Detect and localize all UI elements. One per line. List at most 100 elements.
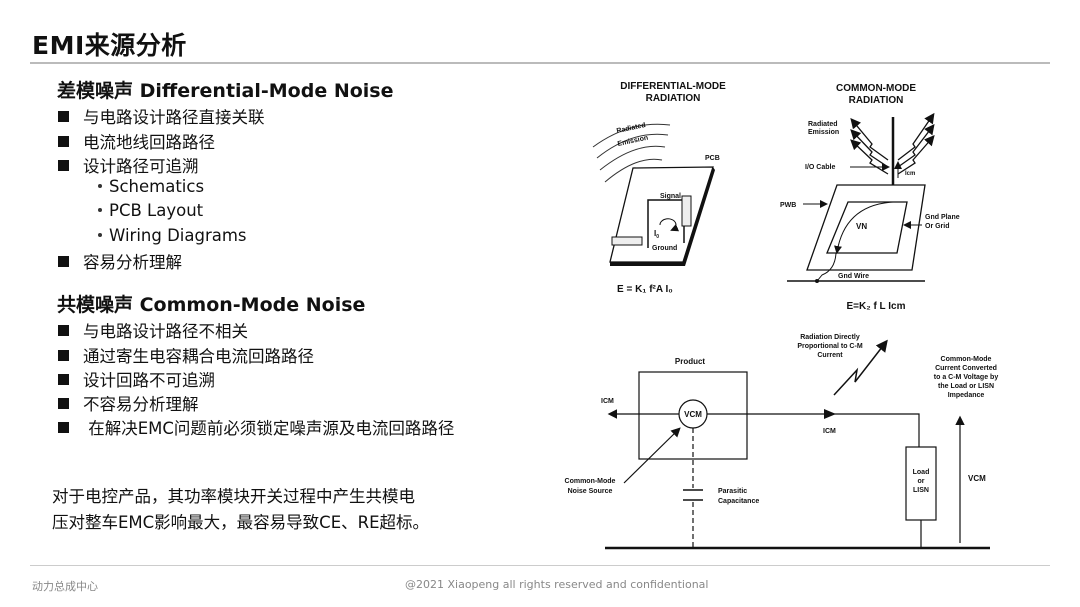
dm-bullet: 与电路设计路径直接关联 — [58, 104, 265, 128]
load-label: or — [918, 478, 925, 485]
pwb-label: PWB — [780, 202, 796, 209]
differential-mode-diagram: DIFFERENTIAL-MODE RADIATION Radiated Emi… — [592, 81, 726, 295]
sub-bullet-text: Schematics — [109, 177, 205, 196]
cm-emission-label: Emission — [808, 129, 839, 136]
icm-left-label: ICM — [601, 398, 614, 405]
dm-diagram-title: DIFFERENTIAL-MODE — [620, 81, 726, 92]
io-cable-label: I/O Cable — [805, 164, 835, 171]
bullet-text: 与电路设计路径不相关 — [83, 322, 248, 341]
ground-plane — [826, 201, 908, 254]
cm-diagram-title: COMMON-MODE — [836, 83, 916, 94]
vn-label: VN — [856, 222, 867, 231]
dm-bullet: 容易分析理解 — [58, 249, 182, 273]
gnd-plane-label: Or Grid — [925, 223, 950, 230]
connector-icon — [681, 195, 692, 227]
radiation-zigzag-arrow-icon — [833, 339, 888, 396]
dm-sub-bullet: Schematics — [98, 177, 204, 196]
load-box — [905, 446, 937, 521]
noise-source-arrow-icon — [623, 427, 681, 484]
bullet-text: 与电路设计路径直接关联 — [83, 108, 265, 127]
icm-right-label: ICM — [823, 428, 836, 435]
square-bullet-icon — [58, 350, 69, 361]
square-bullet-icon — [58, 374, 69, 385]
square-bullet-icon — [58, 111, 69, 122]
radiation-note: Proportional to C-M — [797, 343, 862, 350]
loop-current-label: I0 — [654, 229, 659, 240]
footer-divider — [30, 565, 1050, 566]
cm-formula: E=K₂ f L Icm — [847, 301, 906, 312]
load-label: Load — [913, 469, 930, 476]
signal-wire — [707, 413, 920, 447]
common-mode-circuit-diagram: Product ICM VCM ICM Load or LISN Parasit… — [565, 334, 999, 550]
radiation-note: Current — [817, 352, 843, 359]
gnd-wire-label: Gnd Wire — [838, 273, 869, 280]
bullet-text: 设计回路不可追溯 — [83, 371, 215, 390]
dm-sub-bullet: Wiring Diagrams — [98, 226, 247, 245]
bullet-text: 电流地线回路路径 — [83, 133, 215, 152]
square-bullet-icon — [58, 256, 69, 267]
sub-bullet-text: PCB Layout — [109, 201, 204, 220]
square-bullet-icon — [58, 325, 69, 336]
noise-source-label: Noise Source — [568, 488, 613, 495]
dm-bullet: 设计路径可追溯 — [58, 153, 199, 177]
cm-bullet: 设计回路不可追溯 — [58, 367, 215, 391]
conversion-note: Impedance — [948, 392, 985, 399]
parasitic-label: Parasitic — [718, 488, 747, 495]
common-mode-diagram: COMMON-MODE RADIATION Radiated Emission … — [780, 83, 960, 312]
bullet-text: 容易分析理解 — [83, 253, 182, 272]
slide-title: EMI来源分析 — [32, 31, 187, 60]
sub-bullet-text: Wiring Diagrams — [109, 226, 247, 245]
cm-radiated-label: Radiated — [808, 121, 838, 128]
dm-bullet: 电流地线回路路径 — [58, 129, 215, 153]
gnd-plane-label: Gnd Plane — [925, 214, 960, 221]
title-divider — [30, 62, 1050, 64]
pcb-label: PCB — [705, 155, 720, 162]
bullet-text: 在解决EMC问题前必须锁定噪声源及电流回路路径 — [83, 419, 455, 438]
conversion-note: to a C-M Voltage by — [934, 374, 999, 381]
dm-sub-bullet: PCB Layout — [98, 201, 203, 220]
footer-department: 动力总成中心 — [32, 580, 98, 593]
dm-diagram-title: RADIATION — [646, 93, 701, 104]
dm-emission-label: Emission — [617, 135, 649, 148]
dm-heading: 差模噪声 Differential-Mode Noise — [57, 80, 394, 102]
cm-diagram-title: RADIATION — [849, 95, 904, 106]
cm-icm-label: Icm — [905, 171, 915, 177]
load-label: LISN — [913, 487, 929, 494]
radiated-emission-arrows-icon — [850, 112, 935, 175]
dot-bullet-icon — [98, 233, 102, 237]
dm-formula: E = K₁ f²A I₀ — [617, 284, 673, 295]
noise-source-label: Common-Mode — [565, 478, 616, 485]
parasitic-label: Capacitance — [718, 498, 759, 505]
cm-bullet: 通过寄生电容耦合电流回路路径 — [58, 343, 314, 367]
square-bullet-icon — [58, 398, 69, 409]
current-loop-icon — [659, 218, 680, 232]
bullet-text: 设计路径可追溯 — [83, 157, 199, 176]
conversion-note: the Load or LISN — [938, 383, 994, 390]
current-arrow-icon — [824, 409, 836, 419]
cm-bullet: 在解决EMC问题前必须锁定噪声源及电流回路路径 — [58, 415, 454, 439]
bullet-text: 不容易分析理解 — [83, 395, 199, 414]
cm-bullet: 不容易分析理解 — [58, 391, 199, 415]
summary-line-2: 压对整车EMC影响最大，最容易导致CE、RE超标。 — [52, 513, 430, 532]
conversion-note: Current Converted — [935, 365, 997, 372]
summary-line-1: 对于电控产品，其功率模块开关过程中产生共模电 — [52, 487, 415, 506]
bullet-text: 通过寄生电容耦合电流回路路径 — [83, 347, 314, 366]
conversion-note: Common-Mode — [941, 356, 992, 363]
signal-label: Signal — [660, 193, 681, 200]
product-box — [638, 371, 748, 460]
square-bullet-icon — [58, 160, 69, 171]
dot-bullet-icon — [98, 208, 102, 212]
cm-bullet: 与电路设计路径不相关 — [58, 318, 248, 342]
footer-copyright: @2021 Xiaopeng all rights reserved and c… — [405, 578, 709, 591]
cm-heading: 共模噪声 Common-Mode Noise — [57, 294, 366, 316]
chip-icon — [611, 236, 643, 246]
ground-label: Ground — [652, 245, 677, 252]
vcm-label: VCM — [968, 474, 986, 483]
vcm-source-label: VCM — [684, 410, 702, 419]
square-bullet-icon — [58, 136, 69, 147]
square-bullet-icon — [58, 422, 69, 433]
dot-bullet-icon — [98, 184, 102, 188]
radiation-note: Radiation Directly — [800, 334, 860, 341]
